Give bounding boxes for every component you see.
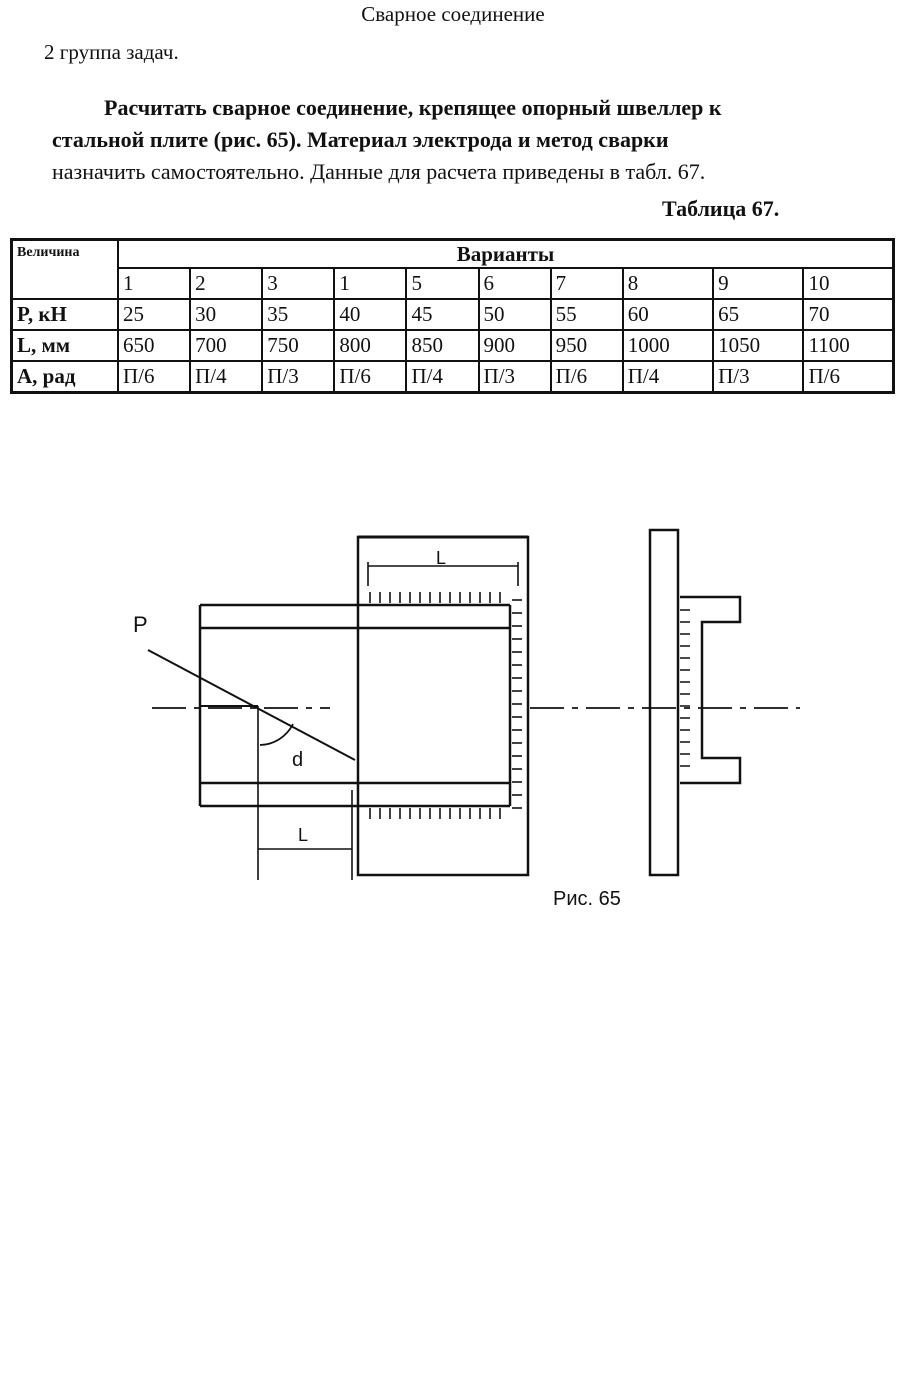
task-line-2: стальной плите (рис. 65). Материал элект… — [52, 127, 669, 152]
table-cell: 950 — [549, 329, 624, 362]
weld-side — [512, 599, 522, 809]
table-cell: 1100 — [802, 329, 895, 362]
variants-table: Величина Варианты 1 2 3 1 5 6 7 8 9 10 P… — [10, 238, 895, 394]
table-cell: 55 — [549, 298, 624, 331]
variant-number: 3 — [261, 267, 336, 300]
label-angle-d: d — [292, 749, 303, 771]
variant-number: 2 — [189, 267, 264, 300]
task-line-1: Расчитать сварное соединение, крепящее о… — [104, 95, 722, 120]
table-row-length: L, мм 650 700 750 800 850 900 950 1000 1… — [10, 329, 895, 362]
table-cell: 1050 — [712, 329, 805, 362]
header-quantity: Величина — [10, 238, 119, 300]
force-line — [147, 649, 356, 761]
figure-65-diagram: P d L L — [133, 528, 800, 880]
table-cell: 850 — [405, 329, 480, 362]
table-cell: 1000 — [621, 329, 715, 362]
table-cell: 900 — [477, 329, 552, 362]
row-label: A, рад — [10, 360, 119, 394]
table-cell: П/6 — [333, 360, 408, 394]
variant-number: 1 — [116, 267, 192, 300]
page-title: Сварное соединение — [361, 2, 545, 26]
steel-plate — [356, 535, 530, 877]
header-variants: Варианты — [117, 238, 895, 269]
table-cell: П/6 — [802, 360, 895, 394]
row-label: L, мм — [10, 329, 119, 362]
task-line-3: назначить самостоятельно. Данные для рас… — [52, 159, 706, 184]
table-row-angle: A, рад П/6 П/4 П/3 П/6 П/4 П/3 П/6 П/4 П… — [10, 360, 895, 394]
table-cell: 40 — [333, 298, 408, 331]
label-force-p: P — [133, 612, 148, 637]
table-cell: 45 — [405, 298, 480, 331]
variant-number: 9 — [712, 267, 805, 300]
variant-numbers-row: 1 2 3 1 5 6 7 8 9 10 — [12, 267, 895, 300]
table-cell: 70 — [802, 298, 895, 331]
table-cell: 650 — [116, 329, 192, 362]
table-cell: П/4 — [405, 360, 480, 394]
table-cell: 50 — [477, 298, 552, 331]
table-cell: П/3 — [477, 360, 552, 394]
weld-top — [369, 592, 501, 603]
figure-caption: Рис. 65 — [553, 888, 621, 910]
weld-bottom — [369, 808, 501, 819]
task-group-subtitle: 2 группа задач. — [44, 40, 179, 64]
table-cell: П/4 — [189, 360, 264, 394]
row-label: P, кН — [10, 298, 119, 331]
variant-number: 7 — [549, 267, 624, 300]
table-cell: 800 — [333, 329, 408, 362]
variant-number: 10 — [802, 267, 895, 300]
dimension-bottom — [257, 706, 353, 880]
table-caption: Таблица 67. — [662, 196, 780, 221]
angle-arc — [259, 723, 294, 746]
label-length-top: L — [436, 548, 446, 568]
label-length-bottom: L — [298, 825, 308, 845]
variant-number: 5 — [405, 267, 480, 300]
dimension-top — [367, 562, 519, 586]
side-view — [648, 528, 742, 877]
variant-number: 6 — [477, 267, 552, 300]
table-cell: 60 — [621, 298, 715, 331]
table-header-row: Величина Варианты — [10, 238, 895, 300]
task-statement: Расчитать сварное соединение, крепящее о… — [52, 92, 872, 188]
table-cell: П/3 — [712, 360, 805, 394]
table-cell: 30 — [189, 298, 264, 331]
table-cell: П/3 — [261, 360, 336, 394]
table-cell: 25 — [116, 298, 192, 331]
channel-profile — [198, 603, 512, 808]
table-cell: 65 — [712, 298, 805, 331]
variant-number: 8 — [621, 267, 715, 300]
table-cell: П/4 — [621, 360, 715, 394]
table-cell: П/6 — [116, 360, 192, 394]
table-cell: П/6 — [549, 360, 624, 394]
table-cell: 35 — [261, 298, 336, 331]
table-cell: 700 — [189, 329, 264, 362]
table-row-force: P, кН 25 30 35 40 45 50 55 60 65 70 — [10, 298, 895, 331]
table-cell: 750 — [261, 329, 336, 362]
variant-number: 1 — [333, 267, 408, 300]
